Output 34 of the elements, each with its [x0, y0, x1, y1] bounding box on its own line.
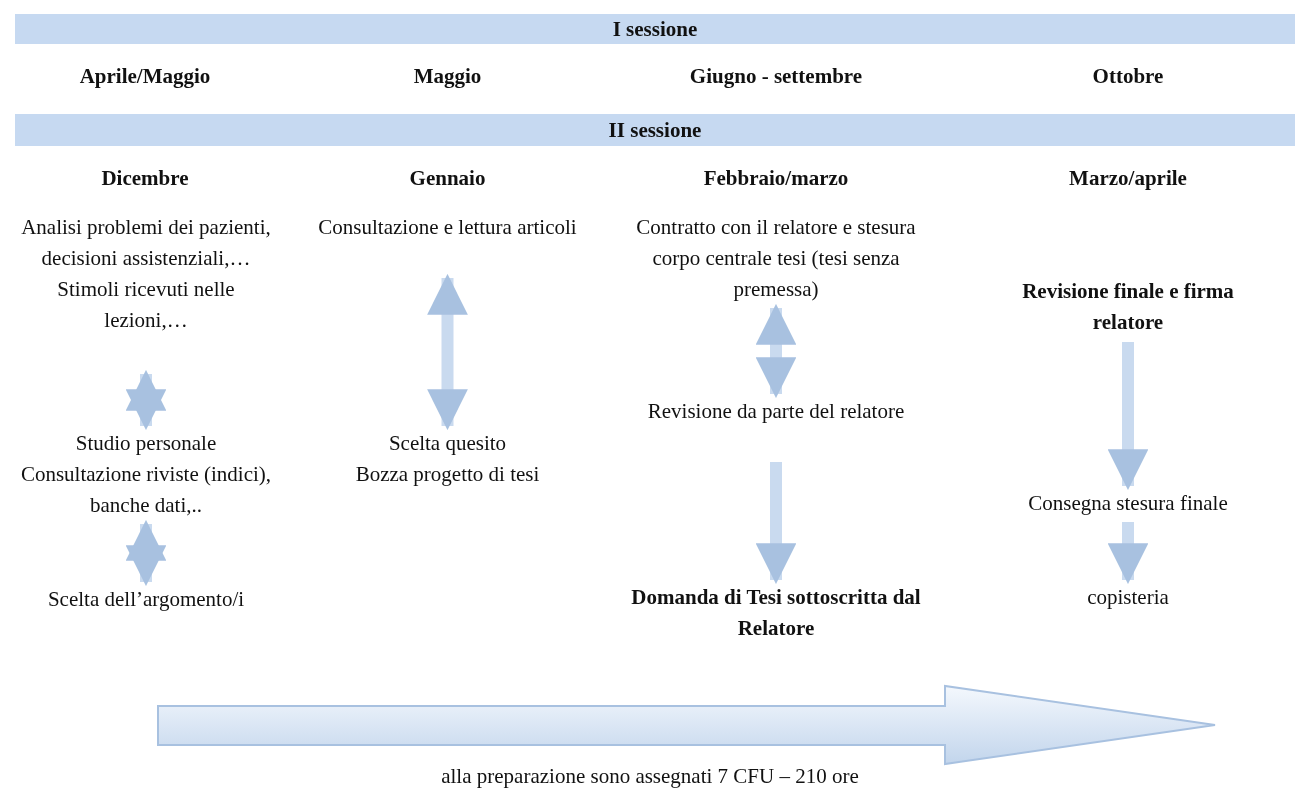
period-heading: Giugno - settembre — [688, 64, 864, 89]
double-arrow — [125, 519, 167, 587]
step-text: Analisi problemi dei pazienti, decisioni assistenziali,… — [20, 214, 272, 272]
period-heading: Maggio — [412, 64, 483, 89]
step-text: Contratto con il relatore e stesura corpo centrale tesi (tesi senza premessa) — [635, 214, 917, 303]
period-heading: Aprile/Maggio — [78, 64, 212, 89]
session-title: I sessione — [612, 15, 698, 43]
arrow — [1107, 522, 1149, 585]
step-text: Consegna stesura finale — [1027, 490, 1229, 517]
session-band — [15, 114, 1295, 146]
step-text: Studio personale — [74, 430, 218, 457]
step-text: Bozza progetto di tesi — [354, 461, 541, 488]
step-text: Stimoli ricevuti nelle lezioni,… — [56, 276, 236, 334]
step-text: copisteria — [1086, 584, 1170, 611]
period-heading: Marzo/aprile — [1068, 166, 1188, 191]
step-text: Consultazione riviste (indici), banche dati,.. — [19, 461, 273, 519]
period-heading: Febbraio/marzo — [702, 166, 850, 191]
arrow — [755, 462, 797, 585]
period-heading: Dicembre — [100, 166, 190, 191]
note-text: alla preparazione sono assegnati 7 CFU – 210 ore — [440, 764, 860, 789]
period-heading: Gennaio — [408, 166, 487, 191]
step-text: Scelta quesito — [387, 430, 508, 457]
double-arrow — [755, 303, 797, 399]
step-text: Consultazione e lettura articoli — [317, 214, 578, 241]
step-text: Domanda di Tesi sottoscritta dal Relatore — [630, 584, 922, 642]
step-text: Revisione finale e firma relatore — [1021, 278, 1235, 336]
step-text: Revisione da parte del relatore — [646, 398, 906, 425]
session-title: II sessione — [608, 116, 702, 144]
double-arrow — [427, 273, 468, 431]
session-band — [15, 14, 1295, 44]
period-heading: Ottobre — [1091, 64, 1165, 89]
arrow — [1107, 342, 1149, 491]
double-arrow — [125, 369, 167, 431]
step-text: Scelta dell’argomento/i — [46, 586, 246, 613]
